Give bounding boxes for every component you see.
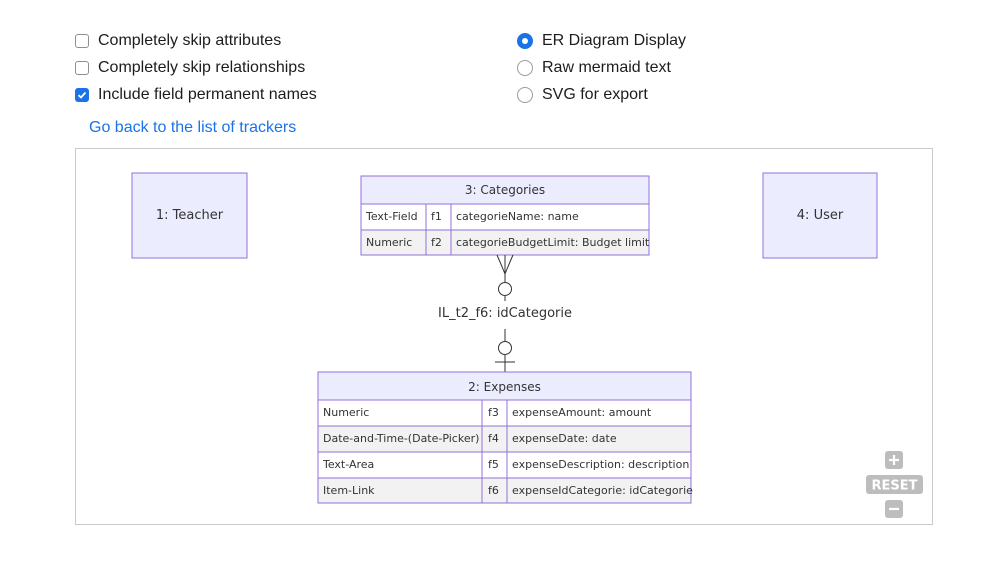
radio-label: SVG for export [542, 86, 648, 103]
checkbox-box[interactable] [75, 61, 89, 75]
radio-dot[interactable] [517, 87, 533, 103]
table-row [317, 477, 692, 504]
entity-user: 4: User [762, 172, 878, 259]
attr-key: f3 [488, 406, 499, 419]
attr-name: expenseIdCategorie: idCategorie [512, 484, 693, 497]
relationship-connector [495, 254, 515, 372]
attr-key: f6 [488, 484, 499, 497]
skip-relationships-checkbox[interactable]: Completely skip relationships [75, 59, 305, 77]
er-diagram-canvas: 1: Teacher 4: User 3: Categories Text-Fi… [131, 172, 923, 518]
zoom-out-button[interactable] [885, 500, 903, 518]
table-row [317, 451, 692, 479]
relationship-label-bg [433, 302, 577, 324]
attr-name: expenseDescription: description [512, 458, 689, 471]
checkbox-label: Completely skip attributes [98, 32, 282, 49]
attr-type: Text-Field [365, 210, 418, 223]
radio-label: ER Diagram Display [542, 32, 687, 49]
entity-teacher-title: 1: Teacher [156, 208, 224, 223]
table-row [360, 203, 650, 231]
entity-user-title: 4: User [797, 208, 844, 223]
reset-label: RESET [871, 479, 917, 494]
attr-type: Text-Area [322, 458, 374, 471]
svg-for-export-radio[interactable]: SVG for export [517, 86, 648, 104]
reset-zoom-button[interactable]: RESET [866, 475, 923, 494]
radio-dot[interactable] [517, 33, 533, 49]
attr-type: Numeric [323, 406, 369, 419]
attr-name: categorieBudgetLimit: Budget limit [456, 236, 650, 249]
attr-key: f1 [431, 210, 442, 223]
table-row [317, 425, 692, 453]
skip-attributes-checkbox[interactable]: Completely skip attributes [75, 32, 281, 50]
include-permanent-names-checkbox[interactable]: Include field permanent names [75, 86, 317, 104]
attr-key: f5 [488, 458, 499, 471]
radio-label: Raw mermaid text [542, 59, 671, 76]
entity-categories-title: 3: Categories [465, 183, 545, 197]
attr-name: expenseDate: date [512, 432, 617, 445]
checkbox-label: Include field permanent names [98, 86, 317, 103]
attr-type: Date-and-Time-(Date-Picker) [323, 432, 479, 445]
attr-name: expenseAmount: amount [512, 406, 652, 419]
attr-key: f4 [488, 432, 499, 445]
checkbox-box[interactable] [75, 34, 89, 48]
attr-name: categorieName: name [456, 210, 579, 223]
entity-expenses-title: 2: Expenses [468, 380, 541, 394]
entity-teacher: 1: Teacher [131, 172, 248, 259]
er-diagram-panel: 1: Teacher 4: User 3: Categories Text-Fi… [75, 148, 933, 525]
checkbox-box[interactable] [75, 88, 89, 102]
checkbox-label: Completely skip relationships [98, 59, 306, 76]
entity-categories: 3: Categories Text-Field f1 categorieNam… [360, 175, 650, 256]
zoom-in-button[interactable] [885, 451, 903, 469]
entity-expenses: 2: Expenses Numeric f3 expenseAmount: am… [317, 371, 693, 504]
raw-mermaid-text-radio[interactable]: Raw mermaid text [517, 59, 671, 77]
attr-key: f2 [431, 236, 442, 249]
attr-type: Numeric [366, 236, 412, 249]
relationship-label: IL_t2_f6: idCategorie [438, 306, 572, 321]
radio-dot[interactable] [517, 60, 533, 76]
er-diagram-display-radio[interactable]: ER Diagram Display [517, 32, 686, 50]
attr-type: Item-Link [323, 484, 375, 497]
back-to-trackers-link[interactable]: Go back to the list of trackers [89, 119, 297, 136]
